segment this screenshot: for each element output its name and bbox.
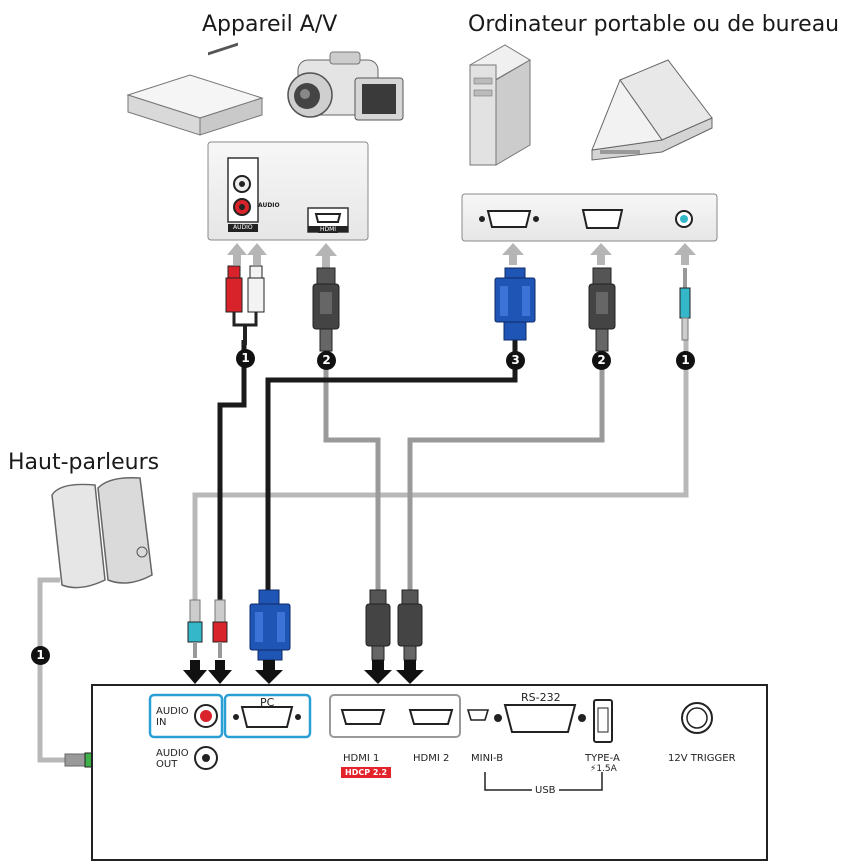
hdmi2-port: [408, 709, 454, 725]
pc-vga-port: [240, 706, 294, 728]
cable-number-1-pc: 1: [676, 351, 695, 370]
type-a-label: TYPE-A: [585, 753, 620, 764]
av-audio-label: AUDIO: [258, 202, 280, 209]
hdmi-plug-icon: [312, 267, 340, 352]
mini-jack-plug-icon: [679, 268, 691, 341]
usb-label: USB: [532, 785, 559, 796]
computer-heading: Ordinateur portable ou de bureau: [468, 12, 840, 37]
speakers-icon: [51, 476, 153, 589]
hdmi-cable-2: [407, 360, 605, 600]
hdmi-port-icon: [314, 213, 342, 223]
speakers-heading: Haut-parleurs: [8, 450, 160, 475]
rca-cable: [217, 340, 247, 600]
mini-b-label: MINI-B: [471, 753, 504, 764]
type-a-power-label: ⚡1.5A: [590, 764, 617, 774]
vga-plug-icon: [494, 267, 536, 341]
vga-cable: [265, 340, 518, 600]
cable-number-2-pc: 2: [592, 351, 611, 370]
vga-plug-bottom: [249, 589, 291, 661]
hdmi2-label: HDMI 2: [413, 753, 450, 764]
cable-number-1-av: 1: [236, 349, 255, 368]
vga-port-icon: [486, 210, 532, 228]
camcorder-icon: [287, 51, 404, 121]
av-device-heading: Appareil A/V: [202, 12, 338, 37]
av-hdmi-tag: HDMI: [318, 226, 339, 233]
laptop-icon: [591, 59, 713, 161]
hdmi-plug-bottom-2: [397, 589, 423, 661]
av-connector-panel: [207, 141, 369, 241]
hdmi-port-icon: [581, 209, 624, 229]
audio-out-label: AUDIO OUT: [156, 748, 189, 770]
cable-number-2-av: 2: [317, 351, 336, 370]
hdmi1-label: HDMI 1: [343, 753, 380, 764]
hdcp-badge: HDCP 2.2: [341, 767, 392, 778]
av-audio-tag: AUDIO: [231, 224, 255, 231]
connect-arrows-top: [227, 243, 696, 268]
desktop-computer-icon: [469, 44, 531, 166]
trigger-label: 12V TRIGGER: [668, 753, 736, 764]
hdmi-plug-bottom-1: [365, 589, 391, 661]
hdmi1-port: [340, 709, 386, 725]
audio-in-label: AUDIO IN: [156, 706, 189, 728]
projector-panel: [91, 684, 768, 861]
mini-jack-plug-red: [212, 599, 228, 658]
rs232-port: [503, 704, 577, 733]
mini-b-port: [466, 709, 490, 721]
cable-number-3-pc: 3: [506, 351, 525, 370]
audio-cable-gray: [192, 330, 689, 600]
hdmi-plug-icon: [588, 267, 616, 352]
cable-number-1-speaker: 1: [31, 646, 50, 665]
speaker-cable: [37, 577, 70, 763]
rca-plug-pair: [225, 265, 265, 345]
dvd-player-icon: [126, 42, 264, 136]
pc-label: PC: [260, 696, 275, 709]
hdmi-cable-1: [323, 360, 381, 600]
mini-jack-plug-cyan: [187, 599, 203, 658]
rs232-label: RS-232: [521, 691, 561, 704]
computer-connector-panel: [461, 193, 718, 242]
